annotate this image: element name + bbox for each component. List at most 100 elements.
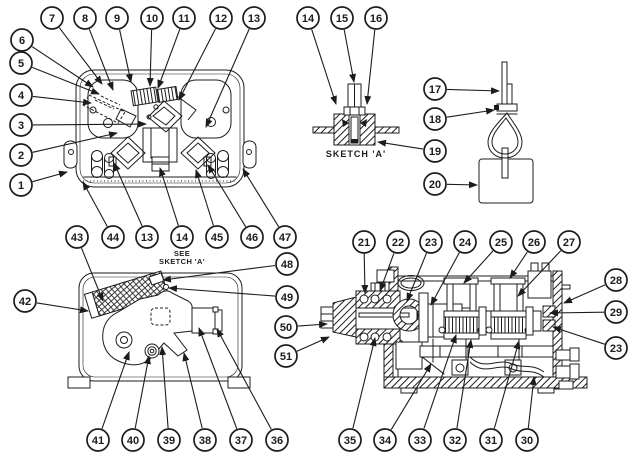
- callout-leader: [343, 29, 356, 83]
- coil-left: [443, 316, 480, 334]
- callout-26: 26: [509, 230, 546, 279]
- callout-12: 12: [178, 6, 233, 101]
- left-foot: [67, 376, 91, 389]
- callout-circle: [453, 230, 477, 254]
- callout-number: 40: [127, 435, 139, 447]
- callout-17: 17: [423, 77, 500, 101]
- left-contact: [110, 136, 146, 170]
- callout-27: 27: [517, 230, 581, 297]
- callout-leader: [527, 376, 537, 429]
- callout-25: 25: [463, 230, 513, 284]
- callout-circle: [9, 113, 33, 137]
- callout-number: 14: [302, 13, 315, 25]
- callout-circle: [135, 225, 159, 249]
- callout-37: 37: [198, 327, 253, 452]
- callout-44: 44: [82, 181, 125, 249]
- callout-number: 23: [610, 343, 622, 355]
- callout-29: 29: [549, 300, 628, 324]
- callout-number: 20: [429, 179, 441, 191]
- callout-18: 18: [423, 107, 495, 131]
- callout-circle: [275, 252, 299, 276]
- callout-number: 33: [414, 435, 426, 447]
- callout-leader: [493, 340, 521, 429]
- right-contact: [180, 136, 216, 170]
- callout-leader: [157, 29, 181, 89]
- callout-number: 17: [429, 84, 441, 96]
- callout-20: 20: [423, 172, 478, 196]
- callout-1: 1: [9, 170, 68, 197]
- callout-number: 51: [280, 351, 292, 363]
- callout-leader: [113, 162, 143, 227]
- contact-block: [191, 307, 216, 334]
- hook-and-weight-view: [478, 61, 534, 204]
- callout-leader: [31, 66, 100, 95]
- see-sketch-note-line1: SEE: [174, 249, 190, 258]
- callout-number: 13: [248, 13, 260, 25]
- callout-15: 15: [330, 6, 356, 83]
- callout-leader: [88, 29, 114, 91]
- callout-leader: [31, 46, 94, 88]
- callout-leader: [517, 250, 562, 297]
- callout-number: 9: [114, 13, 120, 25]
- callout-leader: [195, 169, 214, 226]
- callout-23: 23: [406, 230, 443, 302]
- callout-leader: [364, 29, 376, 105]
- callout-number: 21: [358, 237, 370, 249]
- callout-circle: [275, 285, 299, 309]
- callout-number: 1: [18, 180, 24, 192]
- contact-spring-right: [156, 85, 179, 103]
- callout-34: 34: [373, 363, 432, 452]
- callout-14: 14: [296, 6, 337, 105]
- callout-leader: [430, 252, 460, 306]
- callout-circle: [423, 172, 447, 196]
- callout-43: 43: [65, 225, 104, 302]
- callout-leader: [178, 28, 216, 101]
- callout-leader: [82, 181, 108, 227]
- callout-circle: [170, 225, 194, 249]
- callout-leader: [146, 29, 154, 87]
- callout-circle: [373, 428, 397, 452]
- callout-circle: [105, 6, 129, 30]
- callout-circle: [65, 225, 89, 249]
- callout-number: 4: [18, 90, 25, 102]
- callout-circle: [229, 428, 253, 452]
- callout-leader: [162, 264, 276, 283]
- callout-24: 24: [430, 230, 477, 306]
- callout-leader: [119, 29, 133, 83]
- callout-circle: [338, 428, 362, 452]
- callout-31: 31: [479, 340, 521, 452]
- callout-leader: [361, 253, 369, 294]
- callout-number: 5: [18, 58, 24, 70]
- callout-leader: [134, 355, 151, 429]
- callout-circle: [205, 225, 229, 249]
- scale-rod: [501, 61, 508, 107]
- sketch-a-caption: SKETCH 'A': [326, 149, 386, 159]
- end-nut-lower: [542, 319, 556, 332]
- hook-loop: [487, 112, 523, 159]
- fitting-upper: [555, 349, 571, 361]
- callout-circle: [352, 230, 376, 254]
- adjust-bolt: [144, 343, 160, 359]
- callout-leader: [446, 107, 495, 118]
- callout-number: 50: [280, 322, 292, 334]
- callout-number: 23: [425, 237, 437, 249]
- callout-number: 22: [392, 237, 404, 249]
- callout-circle: [273, 225, 297, 249]
- callout-number: 15: [336, 13, 348, 25]
- callout-circle: [9, 143, 33, 167]
- callout-leader: [463, 250, 494, 284]
- callout-36: 36: [216, 328, 289, 452]
- callout-35: 35: [338, 337, 377, 452]
- callout-number: 8: [82, 13, 88, 25]
- callout-number: 37: [235, 435, 247, 447]
- see-sketch-note: SEE SKETCH 'A': [159, 249, 205, 266]
- callout-10: 10: [140, 6, 164, 87]
- callout-leader: [216, 328, 272, 430]
- callout-number: 36: [271, 435, 283, 447]
- callout-leader: [32, 170, 68, 183]
- callout-leader: [563, 284, 606, 304]
- callout-leader: [446, 87, 500, 95]
- coil-right: [490, 316, 527, 334]
- callout-leader: [446, 181, 478, 189]
- callout-circle: [274, 315, 298, 339]
